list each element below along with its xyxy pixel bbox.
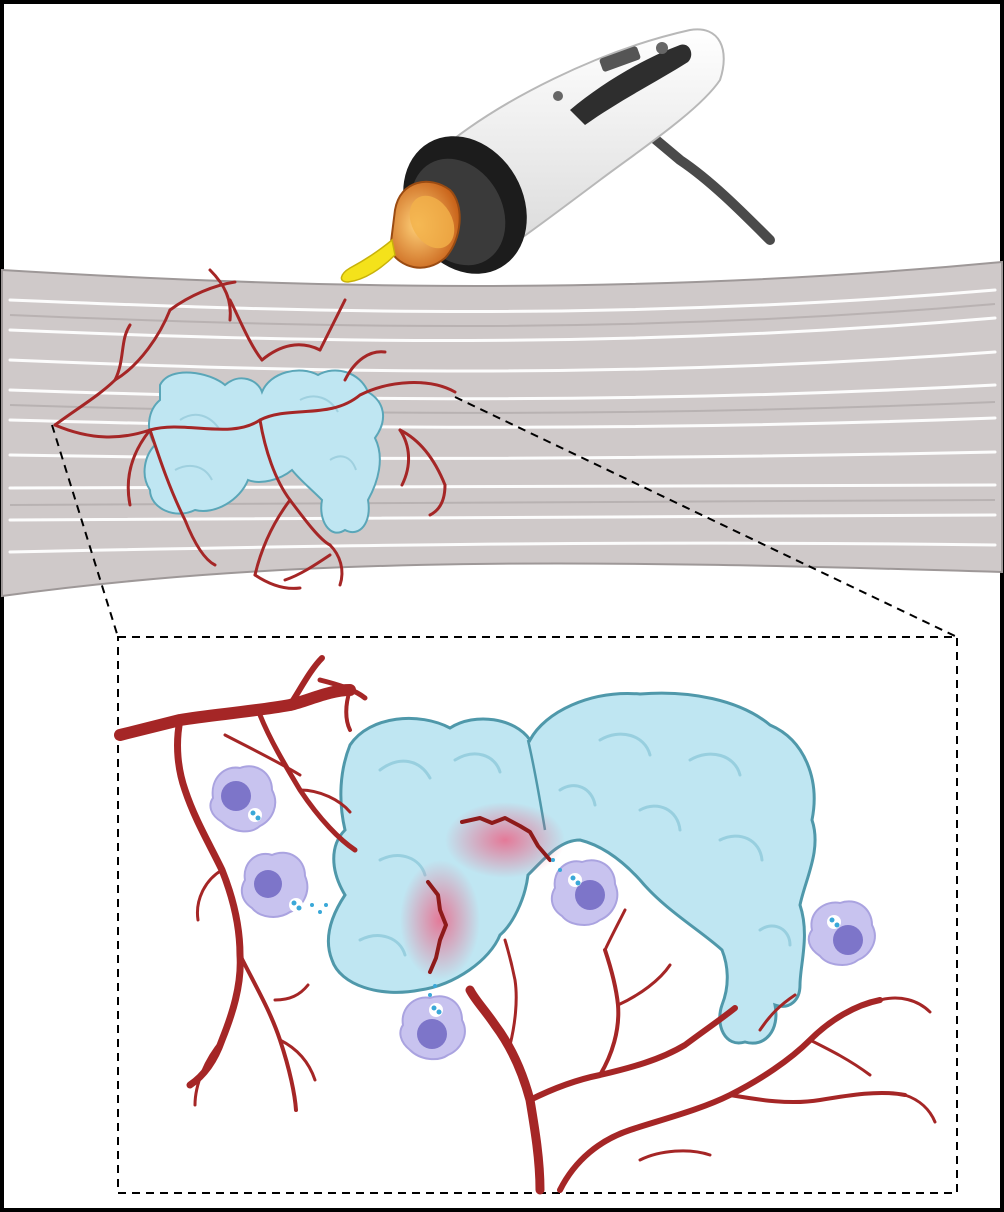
blood-vessel-icon xyxy=(53,268,457,590)
immune-cell-2 xyxy=(240,851,328,918)
immune-cell-5 xyxy=(807,900,876,966)
shockwave-applicator-icon xyxy=(340,28,775,283)
fracture-lines xyxy=(426,816,552,974)
immune-cell-4 xyxy=(550,858,619,926)
immune-cell-3 xyxy=(399,984,466,1061)
zoom-inset xyxy=(114,636,958,1195)
immune-cell-1 xyxy=(209,765,277,833)
zoom-connector-lines xyxy=(51,396,958,638)
immune-cell-icon xyxy=(209,765,876,1061)
large-blood-vessels xyxy=(114,655,937,1195)
